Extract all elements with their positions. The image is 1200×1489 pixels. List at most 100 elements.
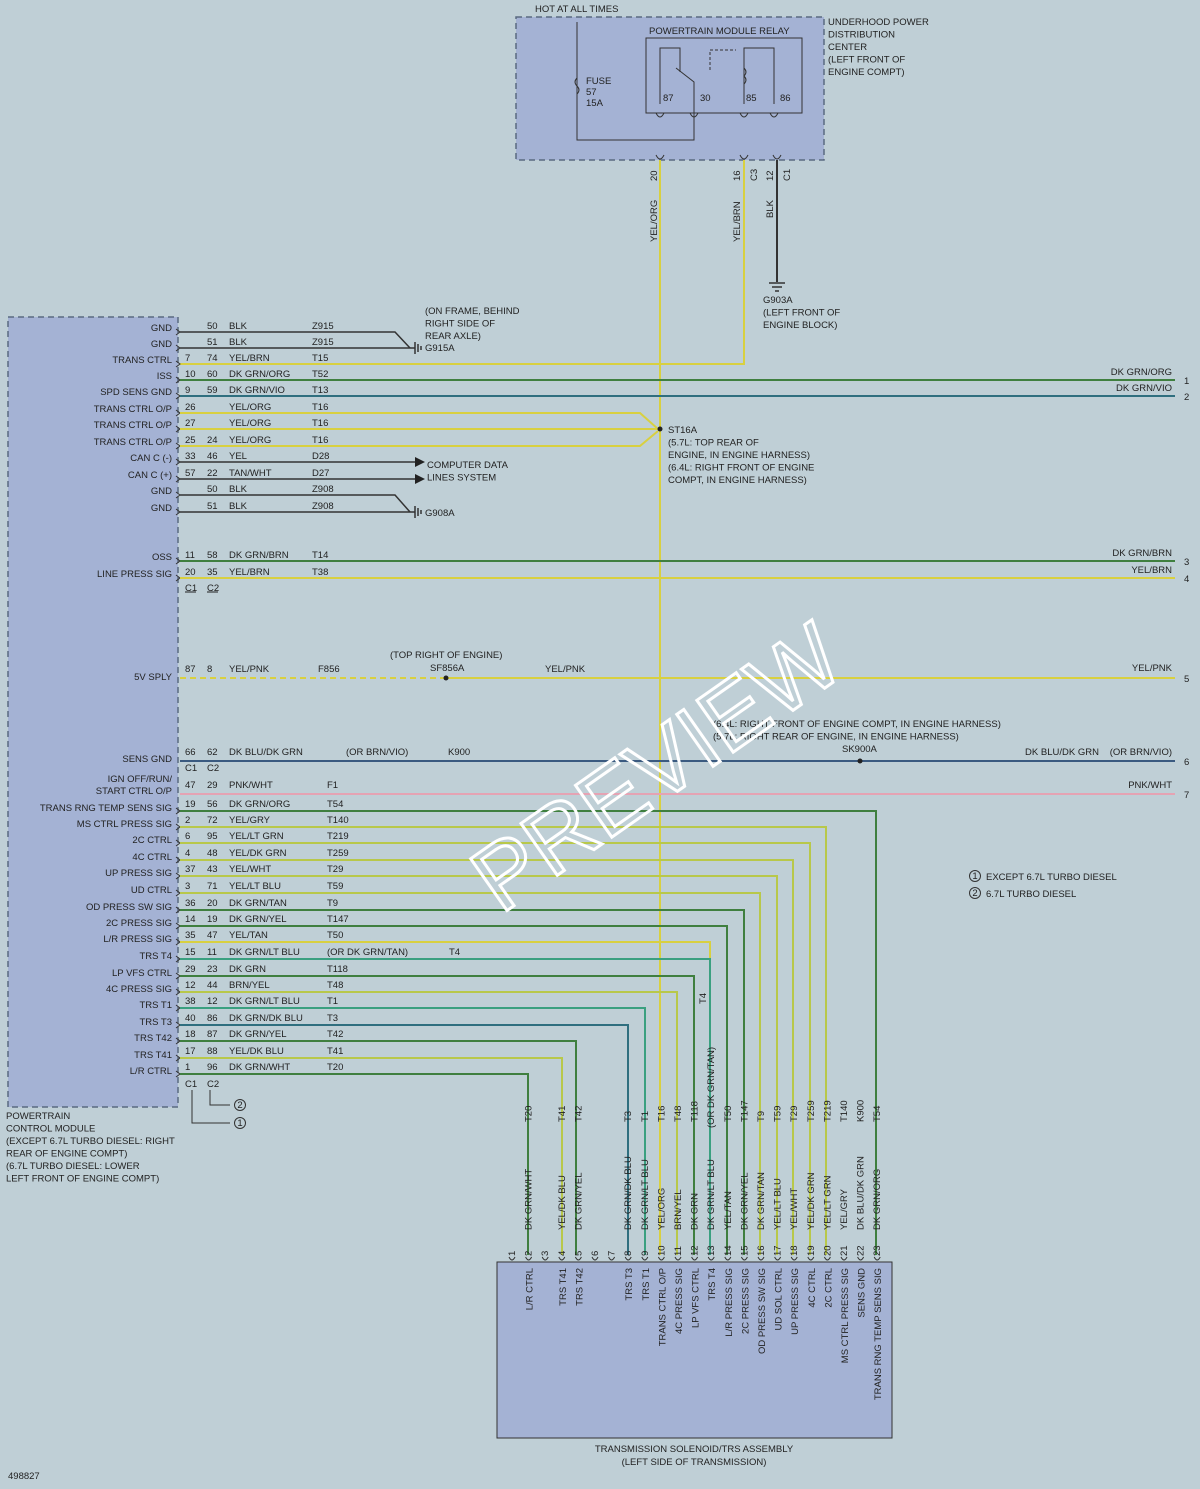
tcm-wire (180, 1073, 529, 1255)
pin-c1: 37 (185, 864, 196, 875)
trans-circuit: (OR DK GRN/TAN) (706, 1047, 717, 1128)
trans-pin-signal: TRS T4 (707, 1268, 718, 1301)
c1-label: C1 (185, 583, 197, 594)
exit-number: 4 (1184, 574, 1189, 585)
exit-color-label: PNK/WHT (1128, 780, 1172, 791)
pin-c2: 19 (207, 914, 218, 925)
ground-g908a (414, 506, 422, 518)
trans-pin-socket (608, 1256, 616, 1261)
signal-label: TRANS CTRL O/P (94, 404, 172, 415)
signal-label: GND (151, 503, 172, 514)
pdc-pin: C3 (749, 169, 760, 181)
trans-pin-number: 21 (839, 1245, 850, 1256)
wire-color: YEL/BRN (229, 353, 270, 364)
exit-color-label: DK BLU/DK GRN (1025, 747, 1099, 758)
trans-pin-socket (591, 1256, 599, 1261)
pin-c1: 38 (185, 996, 196, 1007)
trans-pin-signal: L/R PRESS SIG (724, 1268, 735, 1337)
trans-circuit: T20 (524, 1106, 535, 1122)
circuit-id: T52 (312, 369, 328, 380)
trs-t4-label: T4 (698, 993, 709, 1004)
tcm-wire (180, 975, 695, 1255)
circuit-id: T29 (327, 864, 343, 875)
trans-wire-color: DK GRN/LT BLU (640, 1159, 651, 1230)
signal-label: START CTRL O/P (96, 786, 172, 797)
pin-c2: 86 (207, 1013, 218, 1024)
signal-label: TRS T42 (134, 1033, 172, 1044)
pin-socket (739, 154, 749, 160)
exit-color-label: DK GRN/BRN (1112, 548, 1172, 559)
pin-c2: 51 (207, 501, 218, 512)
exit-number: 7 (1184, 790, 1189, 801)
trans-circuit: T48 (673, 1106, 684, 1122)
pin-c1: 57 (185, 468, 196, 479)
wire-color: BLK (229, 501, 248, 512)
power-distribution-center: HOT AT ALL TIMES POWERTRAIN MODULE RELAY… (515, 4, 929, 181)
signal-label: TRS T4 (139, 951, 172, 962)
tcm-wire (180, 859, 794, 1255)
signal-label: TRS T1 (139, 1000, 172, 1011)
trans-pin-number: 10 (656, 1245, 667, 1256)
st16a-label: (5.7L: TOP REAR OF (668, 438, 759, 449)
sens-gnd-note: (5.7L: RIGHT REAR OF ENGINE, IN ENGINE H… (713, 732, 959, 743)
signal-label: 4C CTRL (132, 852, 172, 863)
ground-g915a (414, 342, 422, 354)
wire-color: YEL (229, 451, 247, 462)
c2-label: C2 (207, 1079, 219, 1090)
wire-color: YEL/DK GRN (229, 848, 287, 859)
tcm-wire (180, 1040, 577, 1255)
pin-c2: 62 (207, 747, 218, 758)
trans-pin-signal: 2C CTRL (823, 1268, 834, 1308)
tcm-wire (180, 1007, 646, 1255)
pdc-label-line: UNDERHOOD POWER (828, 17, 929, 28)
circuit-id: T13 (312, 385, 328, 396)
pin-c1: 9 (185, 385, 190, 396)
trans-pin-number: 12 (690, 1245, 701, 1256)
trans-wire-color: DK GRN/DK BLU (623, 1156, 634, 1230)
pin-c1: 20 (185, 567, 196, 578)
circuit-id: T259 (327, 848, 349, 859)
wire-color: DK GRN/BRN (229, 550, 289, 561)
exit-number: 2 (1184, 392, 1189, 403)
trans-pin-socket (790, 1256, 798, 1261)
pin-c2: 87 (207, 1029, 218, 1040)
pdc-label-line: CENTER (828, 42, 867, 53)
wire-color: DK BLU/DK GRN (229, 747, 303, 758)
signal-label: TRANS CTRL O/P (94, 437, 172, 448)
circuit-id: Z908 (312, 501, 334, 512)
relay-box (645, 37, 803, 114)
trans-wire-color: DK GRN (690, 1193, 701, 1230)
trans-wire-color: YEL/WHT (789, 1188, 800, 1230)
trans-circuit: T259 (806, 1100, 817, 1122)
trans-circuit: T147 (739, 1100, 750, 1122)
pin-c2: 11 (207, 947, 217, 958)
pdc-label-line: ENGINE COMPT) (828, 67, 905, 78)
exit-color-label: DK GRN/ORG (1111, 367, 1172, 378)
pin-c2: 71 (207, 881, 218, 892)
pdc-pin: 12 (765, 170, 776, 181)
circuit-id: (OR DK GRN/TAN) (327, 947, 408, 958)
g903a-label-line: ENGINE BLOCK) (763, 320, 837, 331)
signal-label: 5V SPLY (134, 672, 173, 683)
trans-wire-color: YEL/LT BLU (773, 1178, 784, 1230)
wire-color: YEL/WHT (229, 864, 271, 875)
wire-color: DK GRN/YEL (229, 914, 287, 925)
wire-color: YEL/PNK (229, 664, 270, 675)
circuit-id: T50 (327, 930, 343, 941)
trans-pin-socket (558, 1256, 566, 1261)
circuit-id: K900 (448, 747, 470, 758)
trans-wire-color: DK GRN/YEL (573, 1172, 584, 1230)
pin-socket (769, 112, 779, 118)
splice-dot (443, 675, 449, 681)
circuit-id: T147 (327, 914, 349, 925)
legend-text: EXCEPT 6.7L TURBO DIESEL (986, 872, 1117, 883)
wire-color: DK GRN/DK BLU (229, 1013, 303, 1024)
